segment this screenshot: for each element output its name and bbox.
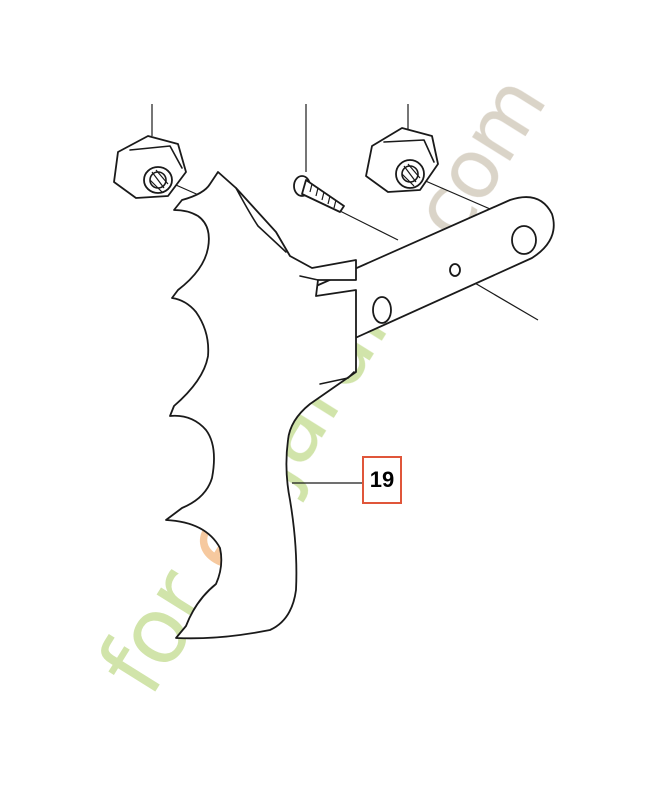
leader-lines <box>151 104 539 484</box>
screw <box>293 175 345 213</box>
hex-nut-left <box>113 135 187 199</box>
hex-nut-right <box>365 127 439 193</box>
bumper-spike <box>165 171 357 640</box>
part-number-callout[interactable]: 19 <box>362 456 402 504</box>
